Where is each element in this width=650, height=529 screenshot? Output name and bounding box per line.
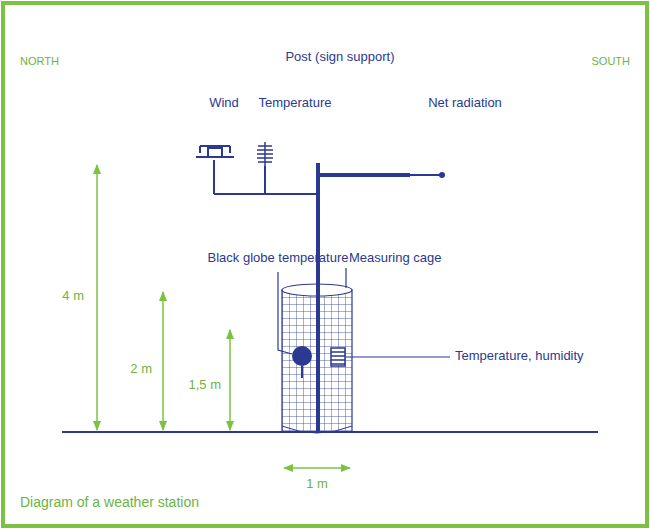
part-label: Wind bbox=[209, 96, 239, 111]
wind-sensor bbox=[196, 146, 234, 157]
frame-border bbox=[3, 3, 647, 526]
black-globe bbox=[292, 346, 312, 378]
dimension-label: 1,5 m bbox=[188, 378, 221, 393]
part-label: Temperature bbox=[259, 96, 332, 111]
temperature-shield bbox=[257, 142, 273, 166]
caption: Diagram of a weather station bbox=[20, 494, 199, 510]
part-label: Net radiation bbox=[428, 96, 502, 111]
part-label: Temperature, humidity bbox=[455, 349, 584, 364]
dimension-label: 4 m bbox=[62, 289, 84, 304]
dimension-lines bbox=[97, 165, 350, 468]
part-label: Black globe temperature bbox=[208, 251, 349, 266]
compass-label: SOUTH bbox=[592, 55, 631, 68]
post bbox=[316, 163, 320, 432]
net-radiation-arm bbox=[318, 172, 445, 178]
humidity-sensor bbox=[331, 348, 345, 366]
part-label: Post (sign support) bbox=[285, 50, 394, 65]
compass-label: NORTH bbox=[20, 55, 59, 68]
north-arm bbox=[214, 160, 318, 194]
leader-lines bbox=[278, 268, 450, 357]
dimension-label: 1 m bbox=[306, 477, 328, 492]
part-label: Measuring cage bbox=[349, 251, 442, 266]
dimension-label: 2 m bbox=[130, 362, 152, 377]
